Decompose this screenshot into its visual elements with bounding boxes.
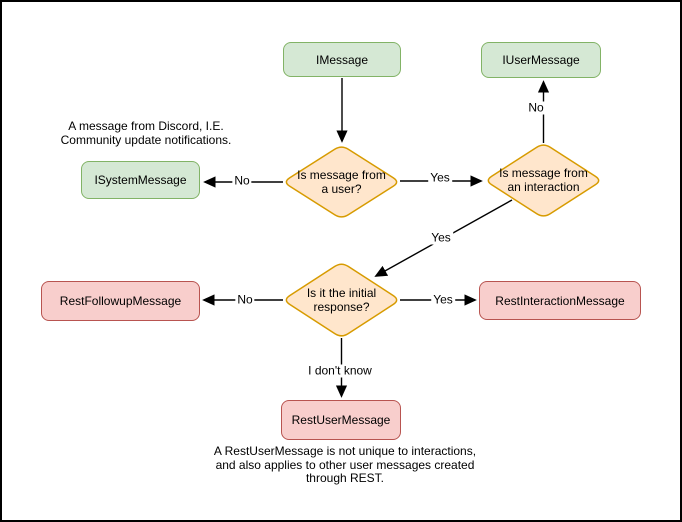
node-restusermessage-label: RestUserMessage (291, 413, 391, 427)
edge-label-i-dont-know: I don't know (306, 363, 374, 378)
node-imessage: IMessage (283, 42, 401, 77)
annotation-system-message-note: A message from Discord, I.E. Community u… (60, 119, 232, 147)
edge-label-yes-initial: Yes (429, 230, 453, 245)
node-isystemmessage-label: ISystemMessage (94, 173, 187, 187)
node-imessage-label: IMessage (315, 52, 369, 67)
decision-from-user-label: Is message from a user? (297, 168, 386, 196)
edge-label-no-iusermessage: No (526, 100, 546, 115)
node-restfollowupmessage: RestFollowupMessage (41, 281, 200, 321)
node-isystemmessage: ISystemMessage (81, 161, 200, 199)
edge-label-yes-interaction: Yes (428, 170, 452, 185)
decision-initial-response-shape (285, 263, 398, 337)
decision-from-interaction-shape (487, 144, 600, 217)
node-restusermessage: RestUserMessage (281, 400, 401, 440)
annotation-rest-user-message-note: A RestUserMessage is not unique to inter… (213, 444, 477, 485)
edge-label-yes-restinteraction: Yes (431, 292, 455, 307)
edge-label-no-restfollowup: No (235, 292, 255, 307)
node-iusermessage: IUserMessage (481, 42, 601, 78)
node-restinteractionmessage: RestInteractionMessage (479, 281, 641, 320)
decision-initial-response-label: Is it the initial response? (306, 286, 377, 314)
node-iusermessage-label: IUserMessage (502, 53, 580, 67)
edge-label-no-isystemmessage: No (232, 173, 252, 188)
decision-from-interaction-label: Is message from an interaction (499, 166, 588, 194)
decision-from-user-shape (285, 146, 398, 218)
node-restinteractionmessage-label: RestInteractionMessage (495, 293, 625, 308)
node-restfollowupmessage-label: RestFollowupMessage (59, 294, 182, 308)
